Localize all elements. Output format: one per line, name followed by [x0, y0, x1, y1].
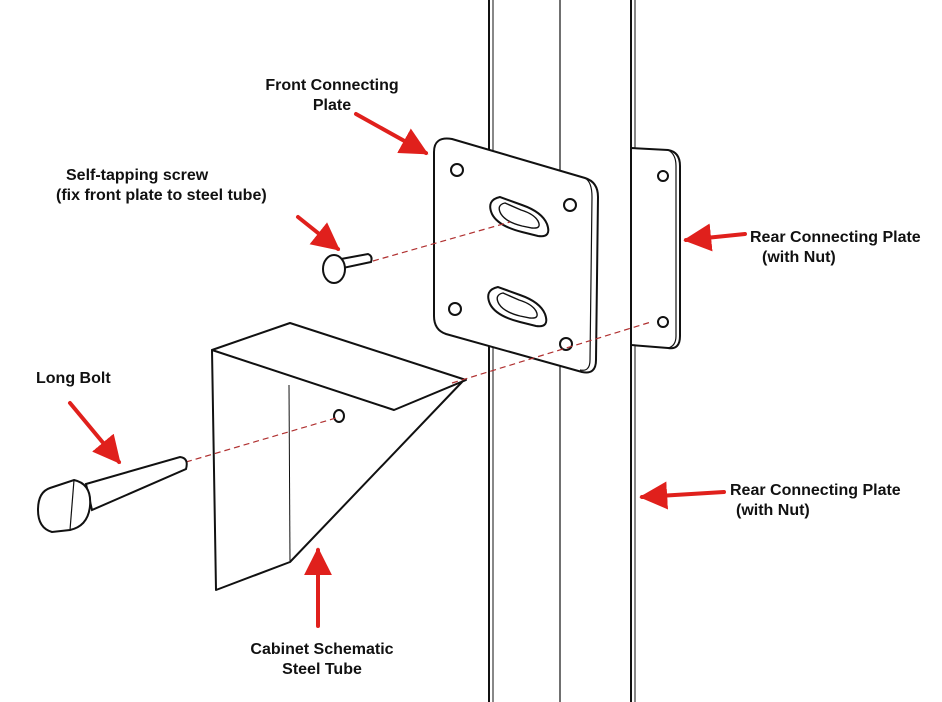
cabinet-label-line1: Cabinet Schematic	[250, 641, 394, 658]
cabinet-label-line2: Steel Tube	[282, 661, 362, 678]
front-plate-label-line2: Plate	[312, 97, 352, 114]
cabinet-bracket	[211, 322, 467, 591]
front-connecting-plate	[433, 137, 600, 374]
arrow-front-plate	[354, 112, 429, 155]
screw-label: Self-tapping screw (fix front plate to s…	[56, 166, 267, 206]
arrow-rear-plate-top	[683, 223, 747, 252]
arrow-long-bolt	[68, 401, 121, 465]
alignment-guides	[185, 221, 652, 463]
rear-plate-top-label-line2: (with Nut)	[762, 249, 836, 266]
long-bolt-label: Long Bolt	[36, 369, 111, 389]
screw-label-line2: (fix front plate to steel tube)	[56, 187, 267, 204]
screw-label-line1: Self-tapping screw	[66, 167, 209, 184]
long-bolt-label-line1: Long Bolt	[36, 370, 111, 387]
cabinet-label: Cabinet Schematic Steel Tube	[222, 640, 422, 680]
rear-plate-top-label-line1: Rear Connecting Plate	[750, 229, 921, 246]
front-plate-label: Front Connecting Plate	[244, 76, 420, 116]
self-tapping-screw	[322, 252, 373, 284]
rear-connecting-plate	[630, 146, 681, 350]
rear-plate-bottom-label-line2: (with Nut)	[736, 502, 810, 519]
front-plate-label-line1: Front Connecting	[265, 77, 399, 94]
rear-plate-bottom-label-line1: Rear Connecting Plate	[730, 482, 901, 499]
callout-arrows	[68, 112, 747, 628]
arrow-rear-plate-bottom	[639, 481, 726, 510]
arrow-screw	[296, 215, 341, 251]
long-bolt	[36, 455, 188, 534]
rear-plate-top-label: Rear Connecting Plate (with Nut)	[750, 228, 921, 268]
rear-plate-bottom-label: Rear Connecting Plate (with Nut)	[730, 481, 901, 521]
